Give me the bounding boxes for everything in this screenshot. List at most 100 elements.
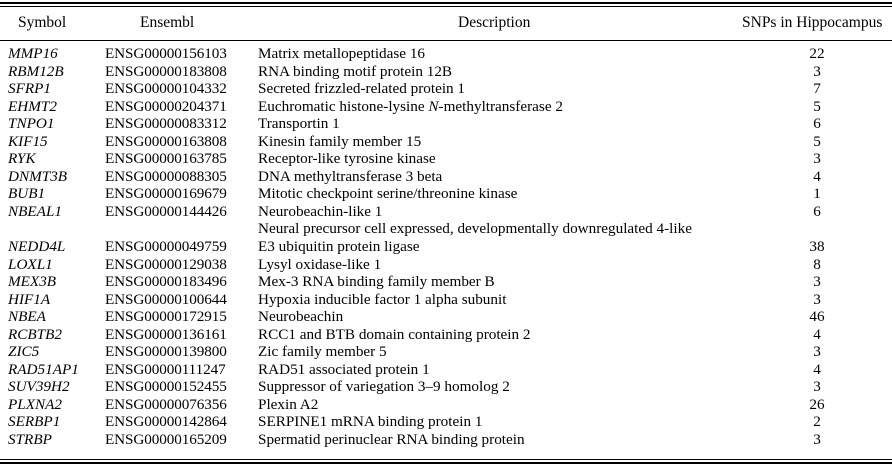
cell-snp-count: 38 bbox=[809, 238, 825, 256]
cell-description: Spermatid perinuclear RNA binding protei… bbox=[258, 431, 525, 449]
cell-ensembl-id: ENSG00000156103 bbox=[105, 45, 227, 62]
cell-description: Neurobeachin bbox=[258, 308, 344, 326]
cell-ensembl-id: ENSG00000163808 bbox=[105, 132, 227, 150]
cell-snp-count: 4 bbox=[813, 167, 821, 185]
cell-description: Receptor-like tyrosine kinase bbox=[258, 150, 436, 168]
cell-description: DNA methyltransferase 3 beta bbox=[258, 167, 443, 185]
cell-snp-count: 3 bbox=[813, 150, 821, 168]
cell-ensembl-id: ENSG00000139800 bbox=[105, 343, 227, 361]
cell-ensembl-id: ENSG00000104332 bbox=[105, 80, 227, 98]
table-top-rule-thick bbox=[0, 2, 892, 4]
cell-symbol: LOXL1 bbox=[8, 255, 53, 273]
cell-description: Lysyl oxidase-like 1 bbox=[258, 255, 382, 273]
cell-symbol: RAD51AP1 bbox=[8, 360, 79, 378]
cell-symbol: ZIC5 bbox=[8, 343, 40, 361]
cell-description: Neurobeachin-like 1 bbox=[258, 202, 383, 220]
cell-description: Mex-3 RNA binding family member B bbox=[258, 273, 495, 291]
cell-ensembl-id: ENSG00000152455 bbox=[105, 378, 227, 396]
cell-ensembl-id: ENSG00000165209 bbox=[105, 431, 227, 449]
cell-snp-count: 3 bbox=[813, 290, 821, 308]
cell-symbol: SERBP1 bbox=[8, 413, 61, 431]
cell-symbol: KIF15 bbox=[8, 132, 48, 150]
cell-snp-count: 5 bbox=[813, 97, 821, 115]
cell-ensembl-id: ENSG00000049759 bbox=[105, 238, 227, 256]
cell-symbol: RBM12B bbox=[8, 62, 64, 80]
table-row: RAD51AP1 ENSG00000111247 RAD51 associated … bbox=[0, 361, 892, 379]
cell-snp-count: 26 bbox=[809, 395, 825, 413]
table-bottom-rule-thin bbox=[0, 459, 892, 460]
table-top-rule-thin bbox=[0, 6, 892, 7]
table-row-continuation: Neural precursor cell expressed, develop… bbox=[0, 220, 892, 238]
cell-description: Suppressor of variegation 3–9 homolog 2 bbox=[258, 378, 510, 396]
cell-ensembl-id: ENSG00000169679 bbox=[105, 185, 227, 203]
cell-ensembl-id: ENSG00000111247 bbox=[105, 360, 226, 378]
table-row: EHMT2 ENSG00000204371 Euchromatic histone-… bbox=[0, 98, 892, 116]
cell-description: Neural precursor cell expressed, develop… bbox=[258, 220, 692, 238]
cell-symbol: TNPO1 bbox=[8, 115, 55, 133]
cell-snp-count: 5 bbox=[813, 132, 821, 150]
cell-snp-count: 3 bbox=[813, 273, 821, 291]
table-row: LOXL1 ENSG00000129038 Lysyl oxidase-like 1… bbox=[0, 256, 892, 274]
cell-symbol: RCBTB2 bbox=[8, 325, 63, 343]
cell-symbol: EHMT2 bbox=[8, 97, 57, 115]
cell-symbol: STRBP bbox=[8, 431, 52, 449]
cell-ensembl-id: ENSG00000129038 bbox=[105, 255, 227, 273]
cell-symbol: NBEA bbox=[8, 308, 46, 326]
cell-ensembl-id: ENSG00000083312 bbox=[105, 115, 227, 133]
cell-description: RAD51 associated protein 1 bbox=[258, 360, 430, 378]
cell-description: Kinesin family member 15 bbox=[258, 132, 422, 150]
cell-description: RNA binding motif protein 12B bbox=[258, 62, 453, 80]
cell-description: SERPINE1 mRNA binding protein 1 bbox=[258, 413, 483, 431]
cell-description: E3 ubiquitin protein ligase bbox=[258, 238, 420, 256]
table-row: DNMT3B ENSG00000088305 DNA methyltransfera… bbox=[0, 168, 892, 186]
cell-description: Euchromatic histone-lysine N-methyltrans… bbox=[258, 97, 563, 115]
cell-snp-count: 4 bbox=[813, 325, 821, 343]
cell-description: Plexin A2 bbox=[258, 395, 319, 413]
cell-symbol: DNMT3B bbox=[8, 167, 68, 185]
cell-symbol: BUB1 bbox=[8, 185, 46, 203]
cell-snp-count: 3 bbox=[813, 378, 821, 396]
cell-symbol: NEDD4L bbox=[8, 238, 66, 256]
cell-ensembl-id: ENSG00000183496 bbox=[105, 273, 227, 291]
cell-ensembl-id: ENSG00000183808 bbox=[105, 62, 227, 80]
cell-ensembl-id: ENSG00000088305 bbox=[105, 167, 227, 185]
cell-ensembl-id: ENSG00000204371 bbox=[105, 97, 227, 115]
cell-snp-count: 7 bbox=[813, 80, 821, 98]
cell-description: Matrix metallopeptidase 16 bbox=[258, 45, 426, 62]
cell-description: Mitotic checkpoint serine/threonine kina… bbox=[258, 185, 518, 203]
cell-ensembl-id: ENSG00000163785 bbox=[105, 150, 227, 168]
table-bottom-rule-thick bbox=[0, 462, 892, 464]
cell-snp-count: 6 bbox=[813, 202, 821, 220]
table-row: RBM12B ENSG00000183808 RNA binding motif p… bbox=[0, 63, 892, 81]
cell-ensembl-id: ENSG00000144426 bbox=[105, 202, 227, 220]
cell-ensembl-id: ENSG00000142864 bbox=[105, 413, 227, 431]
cell-description: RCC1 and BTB domain containing protein 2 bbox=[258, 325, 531, 343]
table-row: NEDD4L ENSG00000049759 E3 ubiquitin protei… bbox=[0, 238, 892, 256]
cell-ensembl-id: ENSG00000136161 bbox=[105, 325, 227, 343]
cell-snp-count: 22 bbox=[809, 45, 825, 62]
cell-snp-count: 3 bbox=[813, 62, 821, 80]
cell-snp-count: 1 bbox=[813, 185, 821, 203]
cell-description: Zic family member 5 bbox=[258, 343, 387, 361]
cell-symbol: PLXNA2 bbox=[8, 395, 63, 413]
table-row: BUB1 ENSG00000169679 Mitotic checkpoint se… bbox=[0, 185, 892, 203]
cell-ensembl-id: ENSG00000100644 bbox=[105, 290, 227, 308]
cell-snp-count: 8 bbox=[813, 255, 821, 273]
cell-symbol: HIF1A bbox=[8, 290, 51, 308]
table-row: KIF15 ENSG00000163808 Kinesin family membe… bbox=[0, 133, 892, 151]
table-header-row: Symbol Ensembl Description SNPs in Hippo… bbox=[0, 13, 892, 37]
cell-symbol: SFRP1 bbox=[8, 80, 52, 98]
cell-symbol: SUV39H2 bbox=[8, 378, 70, 396]
column-header-description: Description bbox=[458, 14, 531, 31]
cell-snp-count: 3 bbox=[813, 431, 821, 449]
column-header-symbol: Symbol bbox=[18, 14, 67, 31]
